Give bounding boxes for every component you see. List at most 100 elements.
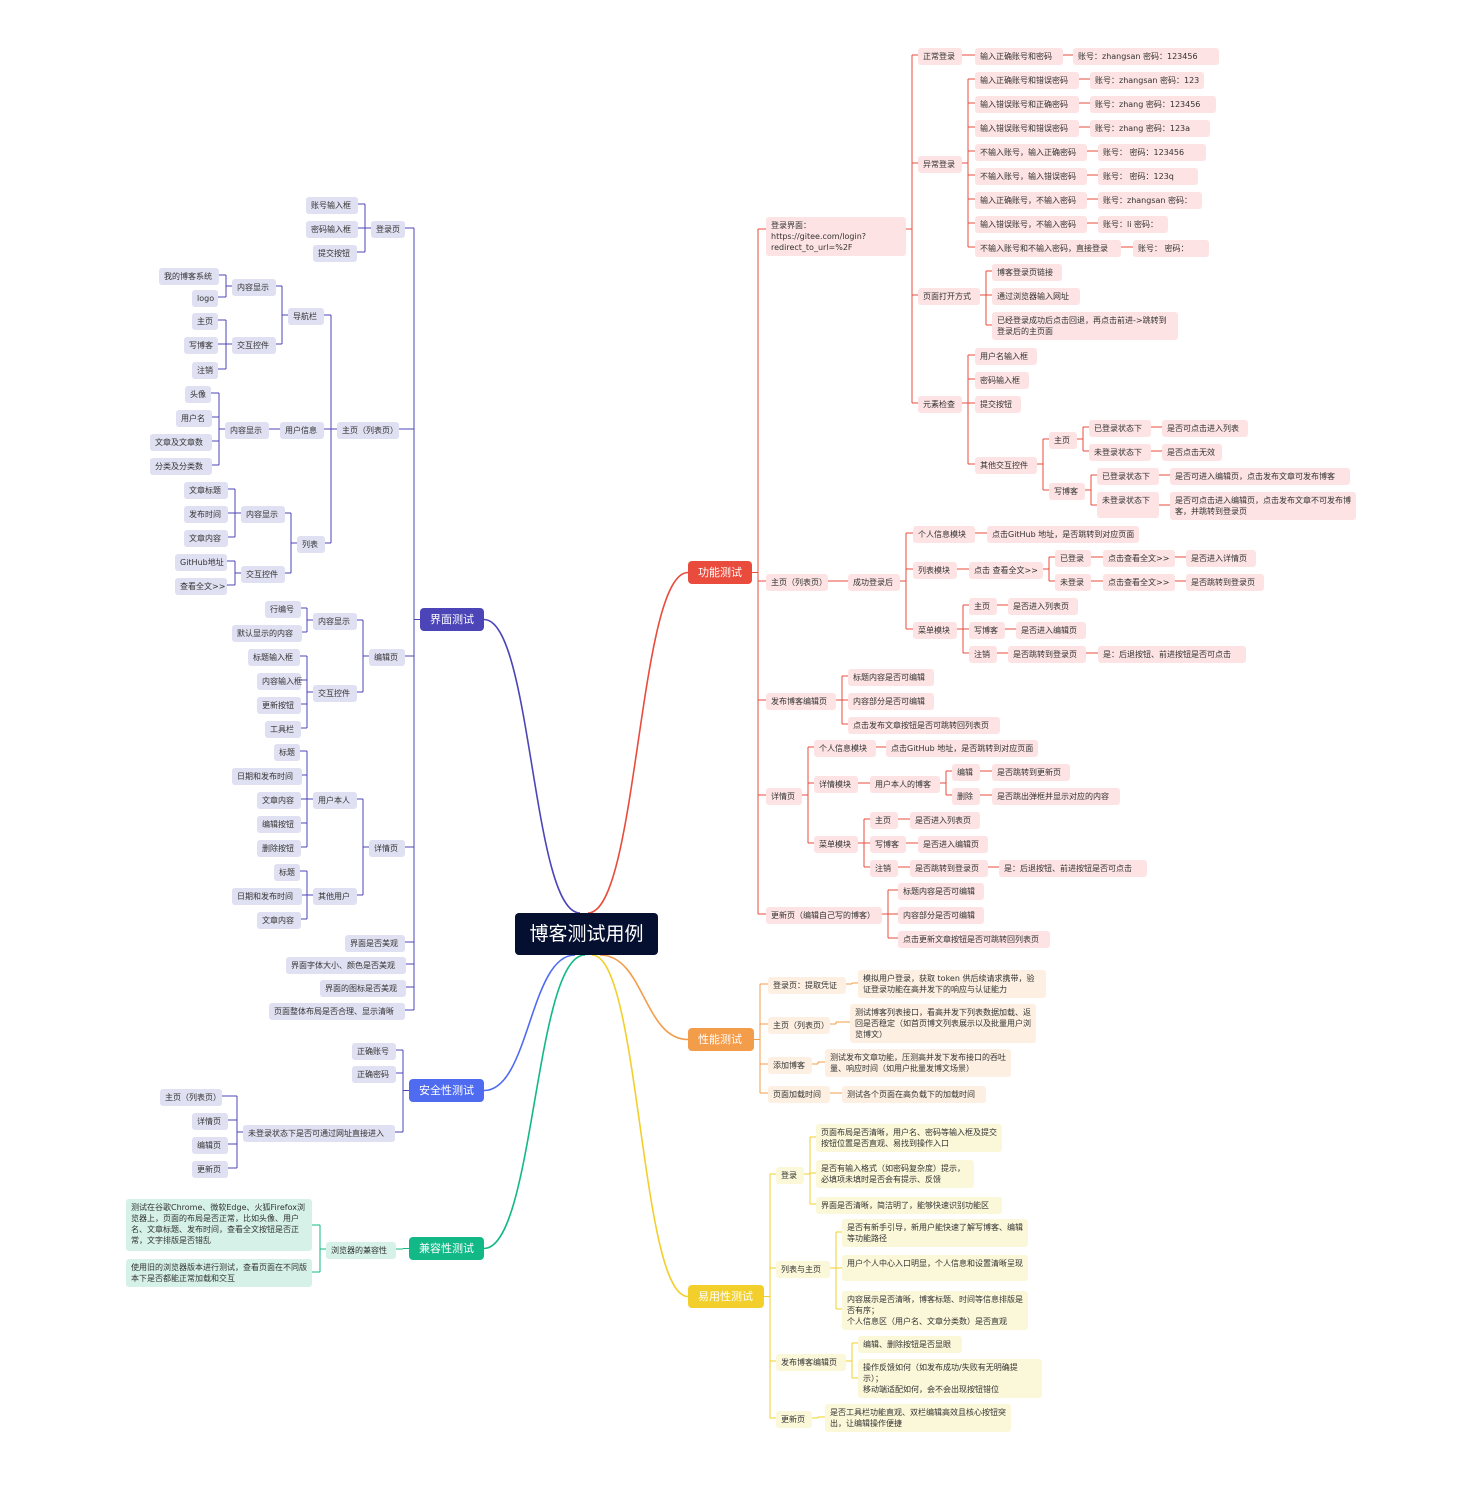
node-f-a8: 不输入账号和不输入密码，直接登录 — [975, 240, 1121, 257]
node-i-nav-i2: 写博客 — [184, 337, 218, 354]
node-i-det-s1: 标题 — [274, 744, 300, 761]
node-c-1: 浏览器的兼容性 — [326, 1242, 396, 1259]
node-c-1b: 使用旧的浏览器版本进行测试，查看页面在不同版本下是否都能正常加载和交互 — [126, 1259, 312, 1287]
node-i-l2: 密码输入框 — [306, 221, 358, 238]
node-f-d3av: 是否进入列表页 — [910, 812, 980, 829]
node-f-a3: 输入错误账号和错误密码 — [975, 120, 1079, 137]
node-f-e4b1: 已登录状态下 — [1097, 468, 1159, 485]
node-f-e3: 提交按钮 — [975, 396, 1021, 413]
node-f-ed2: 内容部分是否可编辑 — [848, 693, 934, 710]
node-f-h2a1b: 点击查看全文>> — [1103, 550, 1175, 567]
node-i-nav-c1: 我的博客系统 — [159, 268, 219, 285]
node-f-a4: 不输入账号，输入正确密码 — [975, 144, 1087, 161]
node-i-user-c3: 文章及文章数 — [150, 434, 212, 451]
node-f-upd: 更新页（编辑自己写的博客） — [766, 907, 882, 924]
link-root-security — [483, 954, 576, 1092]
node-i-l3: 提交按钮 — [313, 245, 357, 262]
node-f-h3bv: 是否进入编辑页 — [1016, 622, 1086, 639]
node-u-e2: 操作反馈如何（如发布成功/失败有无明确提示）；移动端适配如何，会不会出现按钮错位 — [858, 1359, 1042, 1398]
node-f-a6v: 账号：zhangsan 密码： — [1098, 192, 1202, 209]
node-i-l1: 账号输入框 — [306, 197, 358, 214]
node-f-e4: 其他交互控件 — [975, 457, 1037, 474]
node-i-list-c: 内容显示 — [241, 506, 285, 523]
node-f-h3c: 注销 — [969, 646, 997, 663]
node-i-det-s: 用户本人 — [313, 792, 357, 809]
node-f-a7: 输入错误账号，不输入密码 — [975, 216, 1087, 233]
node-f-u3: 点击更新文章按钮是否可跳转回列表页 — [898, 931, 1050, 948]
node-f-h3: 菜单模块 — [913, 622, 957, 639]
node-i-edit-i1: 标题输入框 — [248, 649, 300, 666]
branch-ui[interactable]: 界面测试 — [420, 608, 484, 631]
node-f-e4b: 写博客 — [1049, 483, 1085, 500]
node-f-ed3: 点击发布文章按钮是否可跳转回列表页 — [848, 717, 1000, 734]
node-f-d2a2v: 是否跳出弹框并显示对应的内容 — [992, 788, 1120, 805]
node-i-det-o: 其他用户 — [313, 888, 357, 905]
node-s-3: 未登录状态下是否可通过网址直接进入 — [243, 1125, 395, 1142]
node-i-edit-c1: 行编号 — [265, 601, 301, 618]
node-i-list-i: 交互控件 — [241, 566, 285, 583]
node-f-a5: 不输入账号，输入错误密码 — [975, 168, 1087, 185]
node-s-3a: 主页（列表页） — [160, 1089, 222, 1106]
node-f-d2a1v: 是否跳转到更新页 — [992, 764, 1070, 781]
node-u-upd: 更新页 — [776, 1411, 812, 1428]
node-p-homev: 测试博客列表接口，看高并发下列表数据加载、返回是否稳定（如首页博文列表展示以及批… — [850, 1004, 1036, 1043]
node-f-d2a2: 删除 — [952, 788, 980, 805]
branch-usability[interactable]: 易用性测试 — [688, 1285, 764, 1308]
node-i-det-o2: 日期和发布时间 — [232, 888, 302, 905]
node-f-h3b: 写博客 — [969, 622, 1005, 639]
node-f-o3: 已经登录成功后点击回退，再点击前进->跳转到登录后的主页面 — [992, 312, 1178, 340]
node-u-li2: 用户个人中心入口明显，个人信息和设置清晰呈现 — [842, 1255, 1028, 1281]
node-i-g2: 界面字体大小、颜色是否美观 — [286, 957, 406, 974]
root-node: 博客测试用例 — [515, 913, 658, 955]
link-root-ui — [483, 618, 581, 914]
node-u-list: 列表与主页 — [776, 1261, 830, 1278]
node-i-user-c1: 头像 — [185, 386, 211, 403]
node-f-h3cv2: 是：后退按钮、前进按钮是否可点击 — [1098, 646, 1246, 663]
node-f-d2a: 用户本人的博客 — [870, 776, 940, 793]
node-p-load: 页面加载时间 — [768, 1086, 830, 1103]
node-s-3b: 详情页 — [192, 1113, 228, 1130]
node-u-l1: 页面布局是否清晰，用户名、密码等输入框及提交按钮位置是否直观、易找到操作入口 — [816, 1124, 1002, 1152]
node-f-h2a1: 已登录 — [1055, 550, 1091, 567]
node-f-h2a2v: 是否跳转到登录页 — [1186, 574, 1264, 591]
node-i-edit-c2: 默认显示的内容 — [232, 625, 302, 642]
node-f-home: 主页（列表页） — [766, 574, 828, 591]
node-i-list-i2: 查看全文>> — [175, 578, 227, 595]
link-root-performance — [599, 954, 689, 1041]
node-i-list-c3: 文章内容 — [184, 530, 228, 547]
branch-performance[interactable]: 性能测试 — [688, 1028, 754, 1051]
branch-compat[interactable]: 兼容性测试 — [409, 1237, 484, 1260]
branch-security[interactable]: 安全性测试 — [409, 1079, 484, 1102]
node-u-edit: 发布博客编辑页 — [776, 1354, 846, 1371]
node-f-e2: 密码输入框 — [975, 372, 1029, 389]
node-f-a3v: 账号：zhang 密码：123a — [1090, 120, 1210, 137]
node-u-login: 登录 — [776, 1167, 804, 1184]
node-i-edit-i4: 工具栏 — [265, 721, 301, 738]
node-f-h3av: 是否进入列表页 — [1008, 598, 1078, 615]
node-u-li1: 是否有新手引导，新用户能快速了解写博客、编辑 等功能路径 — [842, 1219, 1028, 1247]
node-i-list-c2: 发布时间 — [184, 506, 228, 523]
node-f-a2: 输入错误账号和正确密码 — [975, 96, 1079, 113]
node-f-o1: 博客登录页链接 — [992, 264, 1062, 281]
node-u-li3: 内容展示是否清晰，博客标题、时间等信息排版是否有序；个人信息区（用户名、文章分类… — [842, 1291, 1028, 1330]
node-p-add: 添加博客 — [768, 1057, 812, 1074]
node-f-a2v: 账号：zhang 密码：123456 — [1090, 96, 1216, 113]
node-i-list-i1: GitHub地址 — [175, 554, 227, 571]
node-i-home: 主页（列表页） — [337, 422, 399, 439]
node-i-nav-c2: logo — [192, 290, 218, 307]
node-i-edit-i: 交互控件 — [313, 685, 357, 702]
node-f-e4a2v: 是否点击无效 — [1162, 444, 1222, 461]
node-f-d2: 详情模块 — [814, 776, 858, 793]
node-f-a5v: 账号： 密码：123q — [1098, 168, 1198, 185]
node-i-nav-i1: 主页 — [192, 313, 218, 330]
node-f-d3c: 注销 — [870, 860, 898, 877]
node-u-l2: 是否有输入格式（如密码复杂度）提示，必填项未填时是否会有提示、反馈 — [816, 1160, 974, 1188]
node-i-user-c: 内容显示 — [225, 422, 269, 439]
node-f-d2a1: 编辑 — [952, 764, 980, 781]
link-root-functional — [587, 571, 689, 914]
node-i-det-s5: 删除按钮 — [257, 840, 301, 857]
node-f-h2a2b: 点击查看全文>> — [1103, 574, 1175, 591]
node-f-normal: 正常登录 — [918, 48, 962, 65]
node-f-d1: 个人信息模块 — [814, 740, 876, 757]
branch-functional[interactable]: 功能测试 — [688, 561, 752, 584]
